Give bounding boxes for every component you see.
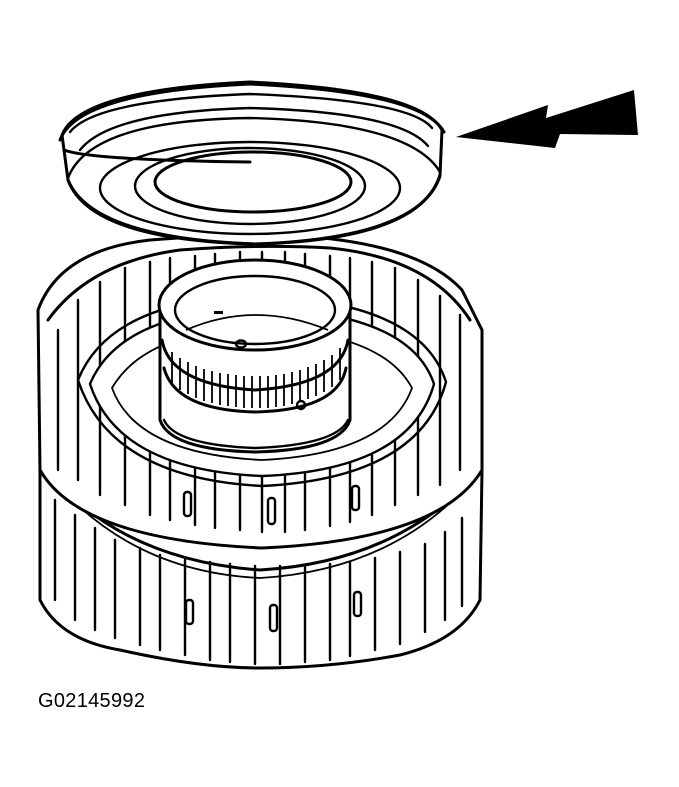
callout-arrow-icon [456,90,638,148]
figure-id-label: G02145992 [38,690,146,712]
clutch-assembly-illustration [36,80,638,670]
piston-seal [58,80,446,246]
inner-hub [157,258,353,454]
